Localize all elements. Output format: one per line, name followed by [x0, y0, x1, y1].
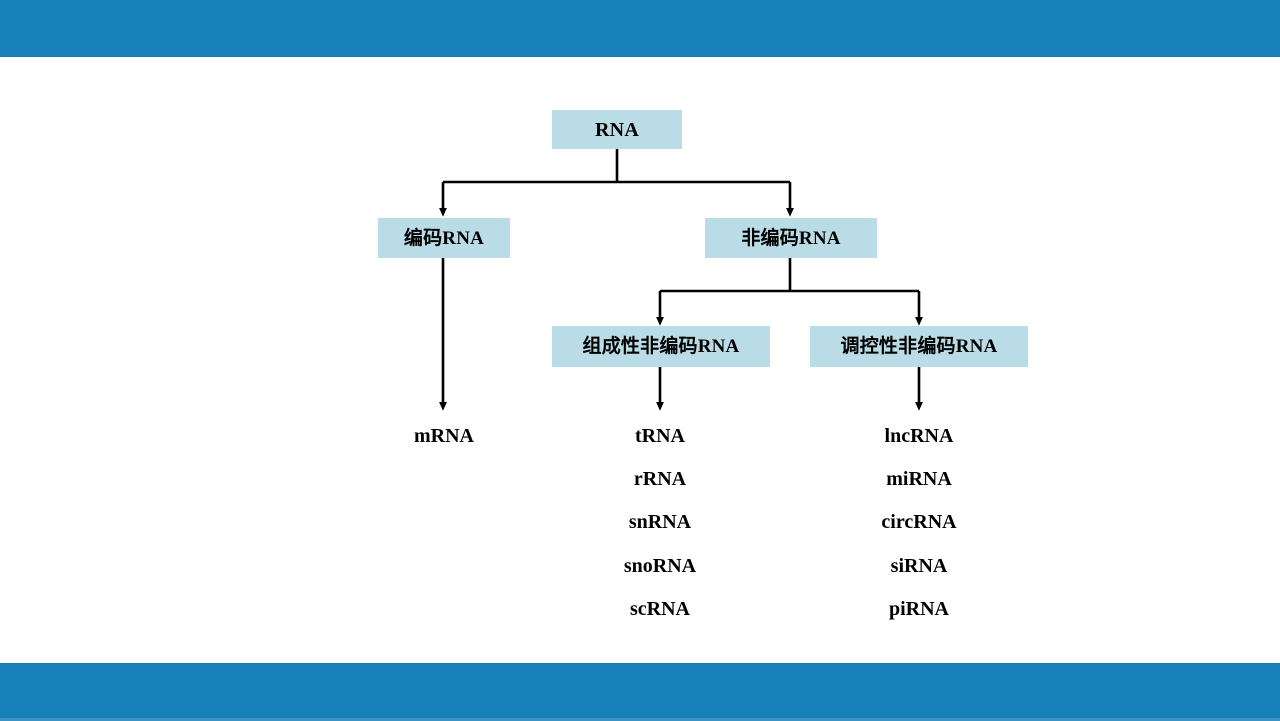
leaf-sirna: siRNA — [890, 555, 948, 577]
node-rna-root-label: RNA — [595, 118, 639, 141]
leaf-snorna: snoRNA — [623, 555, 697, 577]
bottom-banner-bar — [0, 663, 1280, 718]
node-housekeeping-ncrna-label: 组成性非编码RNA — [582, 336, 740, 357]
rna-classification-diagram: RNA 编码RNA 非编码RNA 组成性非编码RNA 调控性非编码RNA mRN… — [0, 57, 1280, 663]
leaf-circrna: circRNA — [881, 511, 957, 533]
leaf-mrna: mRNA — [414, 425, 474, 447]
node-coding-rna-label: 编码RNA — [403, 227, 485, 249]
top-banner-bar — [0, 0, 1280, 57]
node-noncoding-rna[interactable]: 非编码RNA — [705, 218, 877, 258]
node-regulatory-ncrna-label: 调控性非编码RNA — [840, 336, 998, 357]
node-rna-root[interactable]: RNA — [552, 110, 682, 149]
connector-lines — [439, 149, 923, 411]
node-housekeeping-ncrna[interactable]: 组成性非编码RNA — [552, 326, 770, 367]
leaf-trna: tRNA — [635, 425, 685, 447]
node-regulatory-ncrna[interactable]: 调控性非编码RNA — [810, 326, 1028, 367]
leaf-rrna: rRNA — [633, 468, 687, 490]
node-noncoding-rna-label: 非编码RNA — [741, 227, 841, 249]
leaf-mirna: miRNA — [886, 468, 952, 490]
leaf-lncrna: lncRNA — [884, 425, 954, 447]
leaf-scrna: scRNA — [630, 598, 690, 620]
leaf-snrna: snRNA — [628, 511, 692, 533]
node-coding-rna[interactable]: 编码RNA — [378, 218, 510, 258]
bottom-banner-accent-strip — [0, 718, 1280, 721]
leaf-pirna: piRNA — [888, 598, 950, 620]
